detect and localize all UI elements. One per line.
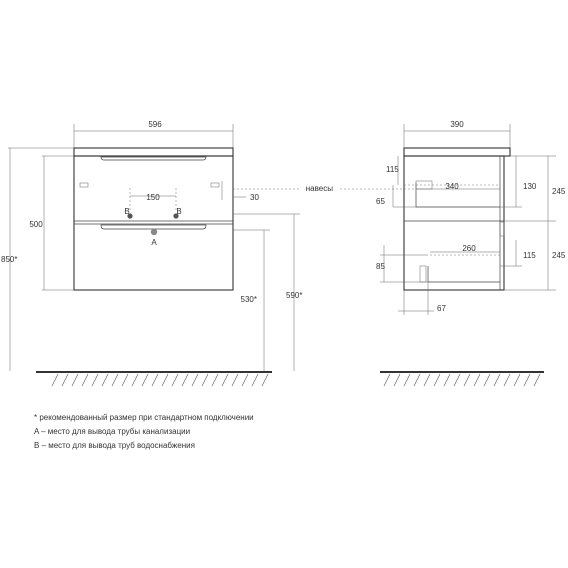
floor-hatch-line xyxy=(61,373,69,387)
floor-hatch-line xyxy=(241,373,249,387)
dim-245-bottom: 245 xyxy=(552,251,566,260)
floor-hatch-line xyxy=(261,373,269,387)
floor-hatch-line xyxy=(533,373,541,387)
floor-hatch-side xyxy=(383,373,541,387)
point-a xyxy=(150,228,158,236)
floor-hatch-line xyxy=(413,373,421,387)
floor-hatch-line xyxy=(523,373,531,387)
floor-hatch-line xyxy=(191,373,199,387)
notes: * рекомендованный размер при стандартном… xyxy=(34,413,254,450)
front-countertop xyxy=(73,147,234,157)
note-recommended: * рекомендованный размер при стандартном… xyxy=(34,413,254,422)
dim-260: 260 xyxy=(462,244,476,253)
floor-hatch-line xyxy=(81,373,89,387)
side-countertop xyxy=(403,147,511,157)
floor-hatch-line xyxy=(251,373,259,387)
floor-hatch-line xyxy=(483,373,491,387)
dim-width-596: 596 xyxy=(148,120,162,129)
point-b-right xyxy=(173,213,179,219)
hinges-label: навесы xyxy=(306,184,333,193)
floor-hatch-line xyxy=(393,373,401,387)
floor-hatch-line xyxy=(231,373,239,387)
floor-hatch-line xyxy=(443,373,451,387)
dim-340: 340 xyxy=(445,182,459,191)
dim-85: 85 xyxy=(376,262,385,271)
dim-130: 130 xyxy=(523,182,537,191)
floor-hatch-line xyxy=(463,373,471,387)
floor-hatch-line xyxy=(473,373,481,387)
floor-hatch-line xyxy=(181,373,189,387)
floor-hatch-line xyxy=(423,373,431,387)
floor-hatch-line xyxy=(161,373,169,387)
side-cabinet-body xyxy=(403,155,505,291)
dim-65: 65 xyxy=(376,197,385,206)
dim-height-590: 590* xyxy=(286,291,302,300)
note-point-b: B – место для вывода труб водоснабжения xyxy=(34,441,195,450)
floor-hatch-line xyxy=(503,373,511,387)
dim-67: 67 xyxy=(437,304,446,313)
dim-height-850: 850* xyxy=(1,255,17,264)
floor-hatch-line xyxy=(201,373,209,387)
dim-offset-30: 30 xyxy=(250,193,259,202)
floor-hatch-line xyxy=(151,373,159,387)
dim-115-bottom: 115 xyxy=(523,251,536,260)
label-b-left: B xyxy=(124,207,129,216)
dim-245-top: 245 xyxy=(552,187,566,196)
floor-hatch-line xyxy=(221,373,229,387)
dim-height-500: 500 xyxy=(29,220,43,229)
top-drawer-handle xyxy=(100,156,207,161)
floor-hatch-front xyxy=(51,373,269,387)
floor-hatch-line xyxy=(141,373,149,387)
floor-hatch-line xyxy=(493,373,501,387)
floor-hatch-line xyxy=(513,373,521,387)
dim-b-spacing-150: 150 xyxy=(146,193,160,202)
floor-hatch-line xyxy=(51,373,59,387)
bottom-drawer-handle xyxy=(100,224,207,230)
dim-115-top: 115 xyxy=(386,165,399,174)
dim-height-530: 530* xyxy=(241,295,257,304)
floor-hatch-line xyxy=(91,373,99,387)
floor-hatch-line xyxy=(121,373,129,387)
floor-hatch-line xyxy=(211,373,219,387)
point-b-left xyxy=(127,213,133,219)
front-cabinet-body xyxy=(73,155,234,291)
side-view: 390 115 340 65 130 245 xyxy=(306,120,566,387)
label-b-right: B xyxy=(176,207,181,216)
floor-hatch-line xyxy=(101,373,109,387)
floor-hatch-line xyxy=(71,373,79,387)
dim-depth-390: 390 xyxy=(450,120,464,129)
floor-hatch-line xyxy=(111,373,119,387)
floor-hatch-line xyxy=(171,373,179,387)
label-a: A xyxy=(151,238,157,247)
note-point-a: A – место для вывода трубы канализации xyxy=(34,427,190,436)
floor-hatch-line xyxy=(453,373,461,387)
floor-hatch-line xyxy=(131,373,139,387)
front-view: 596 150 B B A 30 50 xyxy=(1,120,302,387)
floor-hatch-line xyxy=(403,373,411,387)
floor-hatch-line xyxy=(383,373,391,387)
floor-hatch-line xyxy=(433,373,441,387)
